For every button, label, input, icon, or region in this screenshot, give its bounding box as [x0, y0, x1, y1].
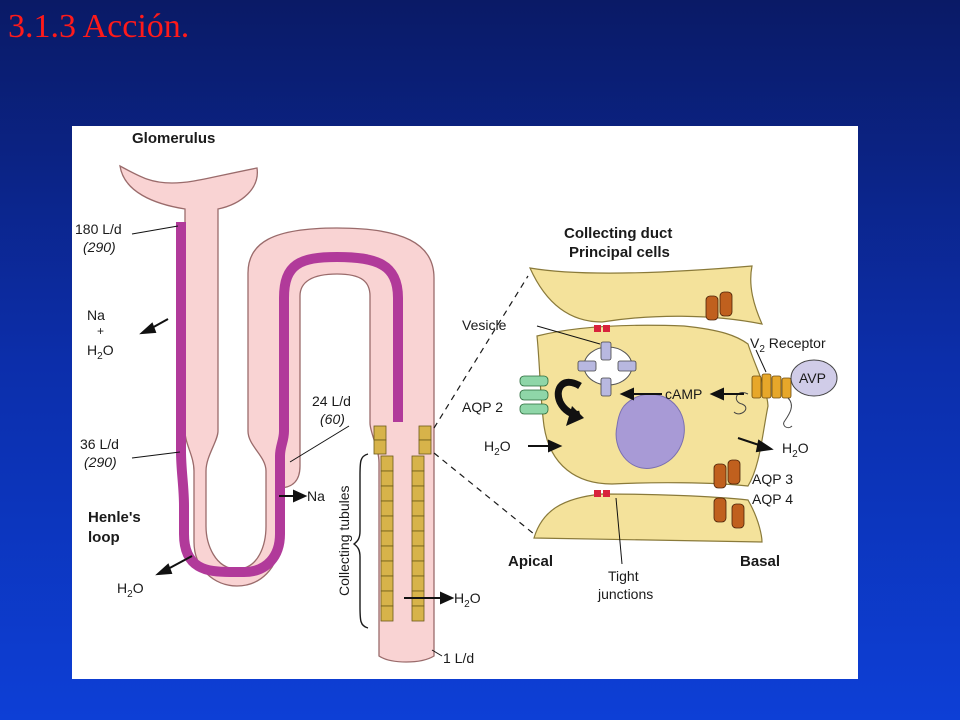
label-flow-1: 1 L/d	[443, 650, 474, 666]
nucleus	[615, 393, 685, 469]
label-camp: cAMP	[665, 386, 702, 402]
nephron-figure: Glomerulus 180 L/d (290) Na + H2O 36 L/d…	[72, 126, 858, 679]
aqp3-aqp4-channels	[705, 291, 745, 529]
label-tight: Tight	[608, 568, 639, 584]
zoom-line-bottom	[433, 452, 535, 535]
label-aqp4: AQP 4	[752, 491, 793, 507]
label-henles: Henle's	[88, 509, 141, 526]
collecting-tubules-brace	[352, 453, 369, 629]
aqp2-channels	[519, 375, 549, 415]
label-h2o-basal: H2O	[782, 440, 809, 460]
label-v2-receptor: V2 Receptor	[750, 335, 826, 355]
label-basal: Basal	[740, 553, 780, 570]
label-principal-cells: Principal cells	[569, 244, 670, 261]
label-plus: +	[97, 324, 104, 338]
label-na: Na	[87, 307, 105, 323]
label-h2o-henle: H2O	[117, 580, 144, 600]
cell-top	[528, 265, 764, 325]
label-loop: loop	[88, 529, 120, 546]
leader-lines	[131, 225, 767, 657]
tight-junctions	[594, 325, 610, 497]
label-h2o-proximal: H2O	[87, 342, 114, 362]
label-avp: AVP	[799, 370, 826, 386]
collecting-tubule-cells	[373, 425, 432, 622]
label-osm-290-a: (290)	[83, 239, 116, 255]
label-osm-290-b: (290)	[84, 454, 117, 470]
label-h2o-apical: H2O	[484, 438, 511, 458]
label-collecting-tubules: Collecting tubules	[336, 485, 352, 596]
label-flow-24: 24 L/d	[312, 393, 351, 409]
label-collecting-duct: Collecting duct	[564, 225, 672, 242]
label-glomerulus: Glomerulus	[132, 130, 215, 147]
slide-title: 3.1.3 Acción.	[8, 8, 190, 45]
avp-ligand	[790, 359, 838, 397]
zoom-line-top	[433, 275, 529, 429]
label-apical: Apical	[508, 553, 553, 570]
label-h2o-collecting: H2O	[454, 590, 481, 610]
cell-bottom	[533, 493, 763, 543]
v2-receptor	[733, 373, 793, 429]
flow-arrows	[139, 318, 774, 605]
label-flow-36: 36 L/d	[80, 436, 119, 452]
label-na-out: Na	[307, 488, 325, 504]
vesicle-aqp2	[577, 341, 637, 397]
label-junctions: junctions	[597, 586, 653, 602]
nephron-tubule	[119, 164, 435, 663]
label-aqp3: AQP 3	[752, 471, 793, 487]
nephron-diagram-svg: Glomerulus 180 L/d (290) Na + H2O 36 L/d…	[75, 130, 838, 666]
label-flow-180: 180 L/d	[75, 221, 122, 237]
label-aqp2: AQP 2	[462, 399, 503, 415]
label-osm-60: (60)	[320, 411, 345, 427]
label-vesicle: Vesicle	[462, 317, 507, 333]
